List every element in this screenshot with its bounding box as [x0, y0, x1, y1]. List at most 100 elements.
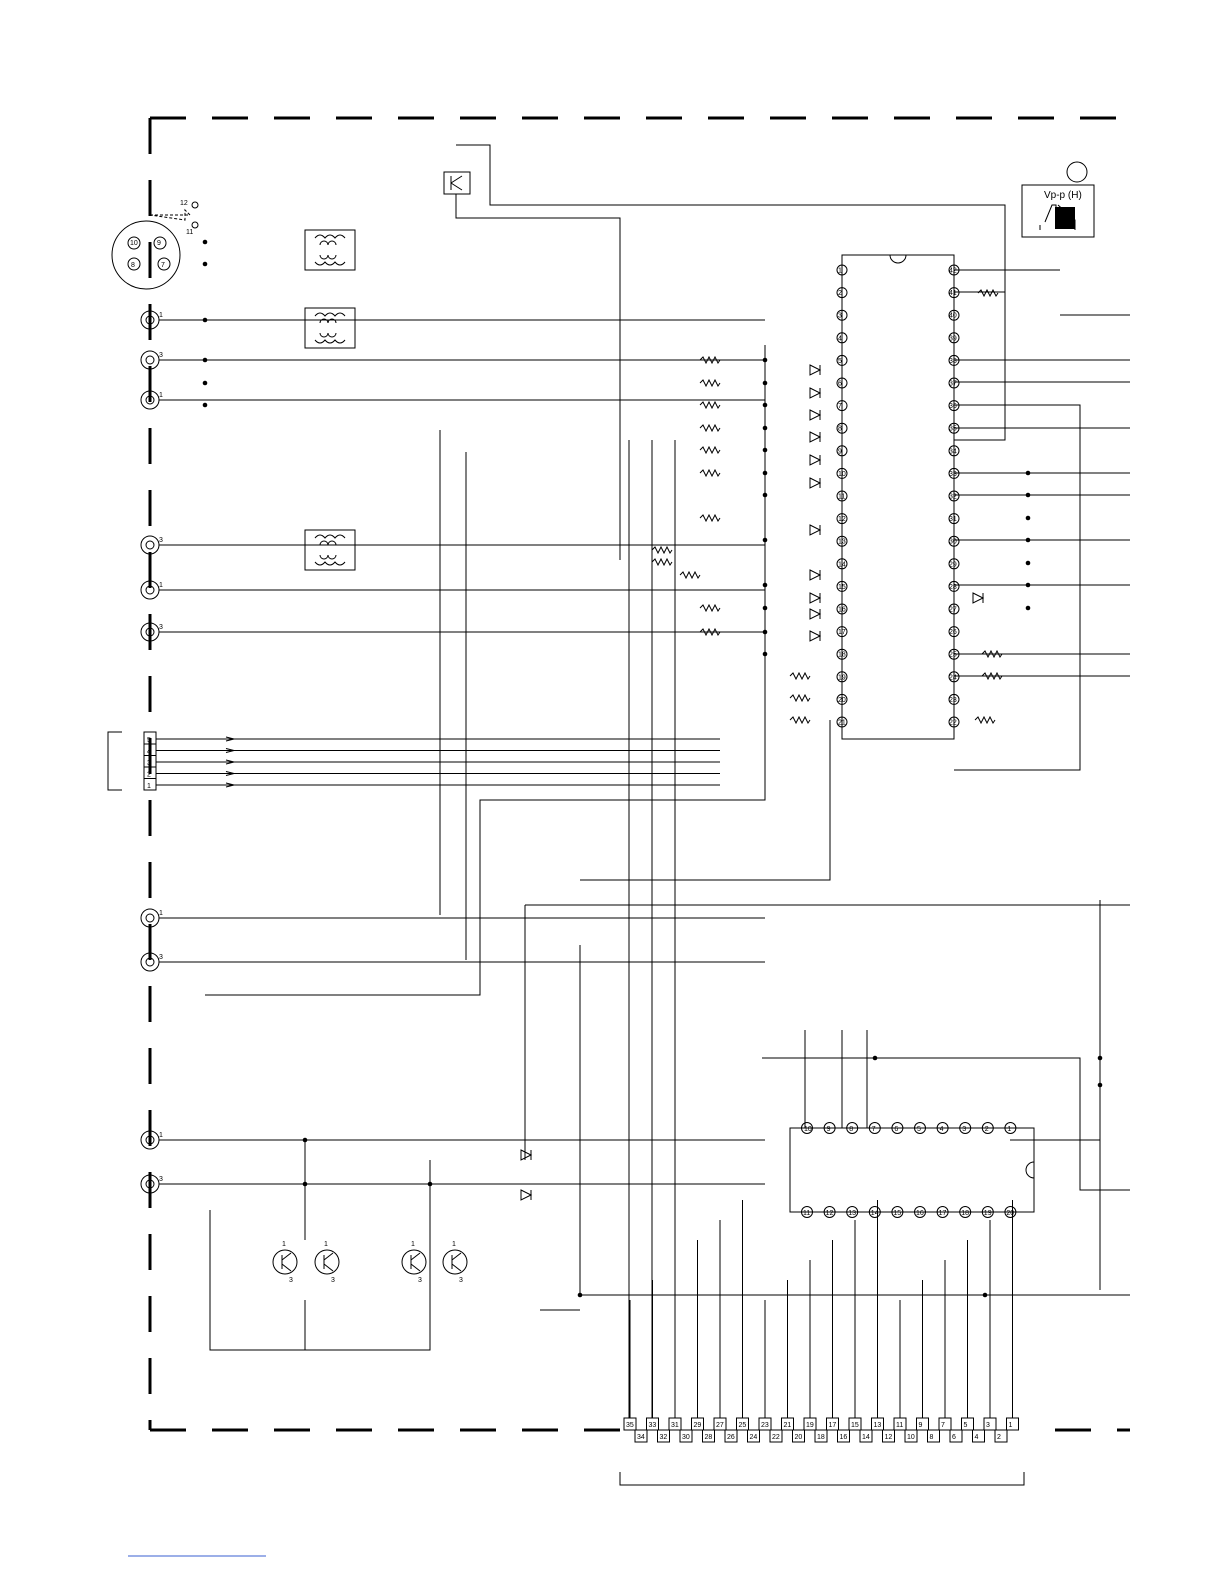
- ic-pin-right: [948, 445, 960, 457]
- small-ic-pin-top: [891, 1122, 904, 1134]
- ic-pin-left: [836, 422, 848, 434]
- junction-dot: [1025, 537, 1031, 543]
- bottom-pin-label-top: 3: [986, 1422, 990, 1429]
- bottom-pin-label-top: 1: [1009, 1422, 1013, 1429]
- bottom-pin-label-bottom: 34: [637, 1434, 645, 1441]
- bottom-pin-bottom: [747, 1429, 760, 1443]
- ic-pin-left: [836, 648, 848, 660]
- ic-pin-label-left: 1: [838, 268, 842, 275]
- bottom-pin-label-bottom: 10: [907, 1434, 915, 1441]
- bottom-pin-label-bottom: 2: [997, 1434, 1001, 1441]
- ic-pin-left: [836, 513, 848, 525]
- arrow: [225, 771, 235, 776]
- small-ic-pin-top: [914, 1122, 926, 1134]
- resistor: [699, 603, 721, 613]
- transistor-pin-c: 3: [331, 1277, 335, 1284]
- ic-pin-left: [836, 309, 848, 321]
- ic-pin-label-right: 32: [949, 494, 957, 501]
- transistor-pin-c: 3: [418, 1277, 422, 1284]
- resistor-bottom: [314, 261, 346, 266]
- small-ic-pin-top: [801, 1122, 813, 1134]
- small-ic-pin-label-bottom: 17: [939, 1210, 947, 1217]
- ic-pin-label-right: 25: [949, 652, 957, 659]
- small-ic-pin-top: [868, 1122, 881, 1134]
- bottom-pin-bottom: [859, 1429, 873, 1443]
- bottom-pin-label-bottom: 26: [727, 1434, 735, 1441]
- ic-pin-right: [948, 603, 960, 615]
- ic-pin-right: [948, 580, 960, 592]
- diode: [809, 569, 822, 581]
- junction-dot: [1097, 1055, 1103, 1061]
- conn5-pin-label: 3: [147, 760, 151, 767]
- arrow: [225, 736, 235, 742]
- resistor: [981, 649, 1003, 659]
- bottom-pin-label-bottom: 16: [840, 1434, 848, 1441]
- ic-pin-right: [948, 400, 960, 412]
- transformers: [304, 229, 356, 571]
- small-ic-pin-label-top: 8: [849, 1126, 853, 1133]
- resistor: [699, 627, 721, 637]
- ic-pin-left: [836, 603, 848, 615]
- s-pin-8: 8: [131, 262, 135, 269]
- ic-pin-right: [948, 422, 960, 434]
- bottom-pin-bottom: [904, 1429, 918, 1443]
- ic-pin-left: [836, 535, 848, 547]
- ic-pin-label-left: 3: [838, 313, 842, 320]
- resistor: [699, 513, 721, 523]
- ic-pin-label-left: 11: [838, 494, 845, 501]
- rca-pin-label: 1: [159, 582, 163, 589]
- ic-pin-left: [836, 558, 848, 570]
- small-ic-pin-label-bottom: 19: [984, 1210, 992, 1217]
- small-ic-pin-label-bottom: 14: [871, 1210, 879, 1217]
- junction-dot: [762, 402, 768, 408]
- ic-pin-label-left: 5: [838, 358, 842, 365]
- rca-pin-label: 3: [159, 624, 163, 631]
- junction-dot: [1025, 605, 1031, 611]
- ic-pin-label-right: 37: [949, 381, 957, 388]
- transistor: [314, 1249, 340, 1275]
- ic-pin-label-left: 2: [838, 290, 842, 297]
- wire-path: [456, 144, 1006, 441]
- rca-jack-inner: [145, 1179, 155, 1189]
- rca-jack-inner: [145, 1135, 155, 1145]
- junction-dot: [762, 629, 768, 635]
- resistor: [699, 423, 721, 433]
- junction-dot: [762, 447, 768, 453]
- diode: [809, 387, 822, 399]
- junction-dot: [577, 1292, 583, 1298]
- junction-dot: [872, 1055, 878, 1061]
- diode: [809, 409, 822, 421]
- junction-dot: [302, 1181, 308, 1187]
- rca-pin-label: 1: [159, 1132, 163, 1139]
- ic-pin-label-right: 30: [949, 539, 957, 546]
- bottom-pin-label-bottom: 24: [750, 1434, 758, 1441]
- resistor: [977, 288, 999, 298]
- junction-dot: [982, 1292, 988, 1298]
- bottom-pin-label-top: 25: [739, 1422, 747, 1429]
- resistor-top: [314, 534, 346, 539]
- ic-pin-right: [948, 309, 960, 321]
- rca-jack-outer: [140, 535, 160, 555]
- diode: [972, 592, 985, 604]
- ic-pin-right: [948, 287, 960, 299]
- small-ic-pin-bottom: [981, 1206, 994, 1218]
- bottom-pin-bottom: [814, 1429, 828, 1443]
- ic-pin-label-right: 36: [949, 403, 957, 410]
- coil: [319, 318, 337, 338]
- ic-pin-left: [836, 377, 848, 389]
- rca-pin-label: 3: [159, 1176, 163, 1183]
- small-ic-pin-label-bottom: 11: [803, 1210, 810, 1217]
- transistor-pin-b: 1: [282, 1241, 286, 1248]
- ic-pin-label-right: 42: [949, 268, 957, 275]
- bottom-pin-label-bottom: 32: [660, 1434, 668, 1441]
- arrow: [225, 759, 235, 765]
- ic-pin-left: [836, 264, 848, 276]
- ic-pin-right: [948, 354, 960, 366]
- ic-pin-label-right: 29: [949, 561, 957, 568]
- bottom-pin-bottom: [634, 1429, 648, 1443]
- junction-dot: [762, 470, 768, 476]
- ic-pin-left: [836, 467, 848, 479]
